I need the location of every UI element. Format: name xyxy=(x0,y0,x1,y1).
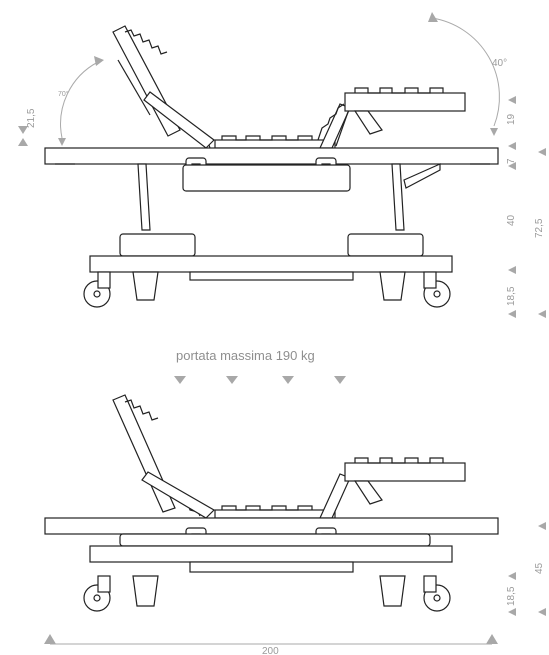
dim-markers-top xyxy=(18,96,546,318)
casters-top xyxy=(83,271,451,308)
label-head-angle: 70° xyxy=(58,90,69,98)
foot-section xyxy=(317,87,466,149)
central-slats-lower xyxy=(214,505,336,519)
label-head-height: 21,5 xyxy=(26,108,37,128)
bed-frame-lower xyxy=(44,517,499,535)
label-wheel-height-top: 18,5 xyxy=(506,286,517,306)
load-arrows xyxy=(174,376,346,384)
bed-frame xyxy=(44,147,499,165)
label-total-height-bottom: 45 xyxy=(534,562,545,574)
dim-markers-bottom xyxy=(44,522,546,645)
foot-section-lower xyxy=(319,457,466,519)
backrest-lower xyxy=(112,394,215,519)
backrest xyxy=(112,25,215,149)
label-foot-rest-height: 19 xyxy=(506,113,517,125)
motor-box xyxy=(182,164,351,192)
label-length: 200 xyxy=(262,646,279,655)
raised-bed-drawing xyxy=(18,12,546,318)
lift-legs xyxy=(137,163,441,231)
casters-bottom xyxy=(83,575,451,612)
central-slats xyxy=(214,135,336,149)
label-wheel-height-bottom: 18,5 xyxy=(506,586,517,606)
foot-angle-arc xyxy=(431,17,500,127)
lowered-bed-drawing xyxy=(44,394,546,645)
label-foot-angle: 40° xyxy=(492,58,507,69)
label-lift-height: 40 xyxy=(506,214,517,226)
label-total-height-top: 72,5 xyxy=(534,218,545,238)
lower-base xyxy=(89,233,453,281)
label-frame-height: 7 xyxy=(506,158,517,164)
head-angle-arc xyxy=(60,61,99,139)
max-load-caption: portata massima 190 kg xyxy=(176,348,315,363)
